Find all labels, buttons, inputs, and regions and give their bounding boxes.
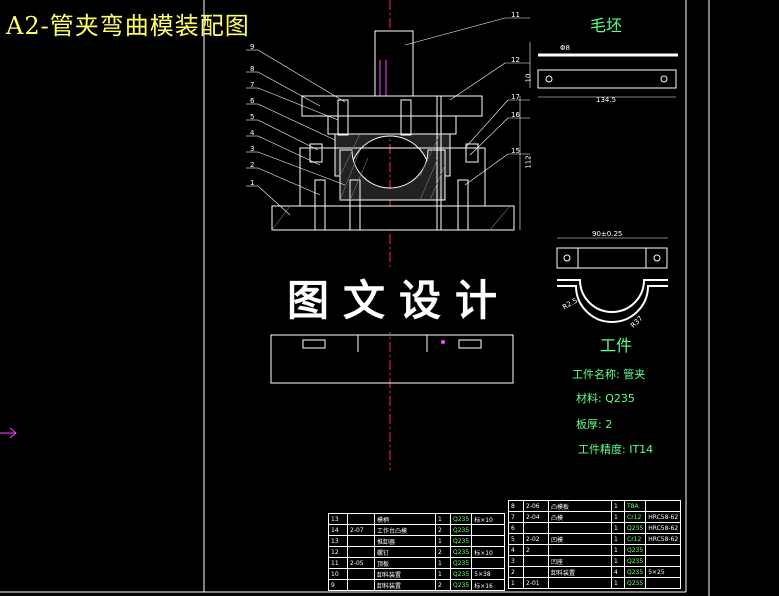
callout-7: 7 xyxy=(250,81,255,89)
workpiece-width-dimension: 90±0.25 xyxy=(592,230,623,238)
blank-height-dimension: 10 xyxy=(524,73,533,83)
arrow-icon xyxy=(0,427,17,439)
drawing-frame xyxy=(0,0,710,596)
workpiece-material: 材料: Q235 xyxy=(576,392,635,405)
blank-drawing xyxy=(529,42,678,98)
callout-8: 8 xyxy=(250,65,255,73)
blank-hole-dimension: Φ8 xyxy=(560,44,570,52)
callout-2: 2 xyxy=(250,161,255,169)
blank-length-dimension: 134.5 xyxy=(596,96,617,104)
callout-1: 1 xyxy=(250,179,255,187)
callout-16: 16 xyxy=(511,111,520,119)
height-dimension: 112 xyxy=(524,155,533,169)
callout-3: 3 xyxy=(250,145,255,153)
callout-6: 6 xyxy=(250,97,255,105)
callout-15: 15 xyxy=(511,147,520,155)
workpiece-thickness: 板厚: 2 xyxy=(576,418,613,431)
workpiece-drawing xyxy=(556,237,668,323)
blank-title: 毛坯 xyxy=(590,16,623,35)
die-assembly-drawing xyxy=(246,0,530,470)
workpiece-precision: 工件精度: IT14 xyxy=(578,443,654,456)
callout-17: 17 xyxy=(511,93,520,101)
callout-9: 9 xyxy=(250,43,255,51)
workpiece-title: 工件 xyxy=(600,336,633,355)
workpiece-name: 工件名称: 管夹 xyxy=(572,368,646,381)
callout-12: 12 xyxy=(511,56,520,64)
callout-5: 5 xyxy=(250,113,255,121)
watermark-text: 图文设计 xyxy=(268,270,530,332)
callout-4: 4 xyxy=(250,129,255,137)
drawing-title: A2-管夹弯曲模装配图 xyxy=(6,12,250,40)
callout-11: 11 xyxy=(511,11,520,19)
